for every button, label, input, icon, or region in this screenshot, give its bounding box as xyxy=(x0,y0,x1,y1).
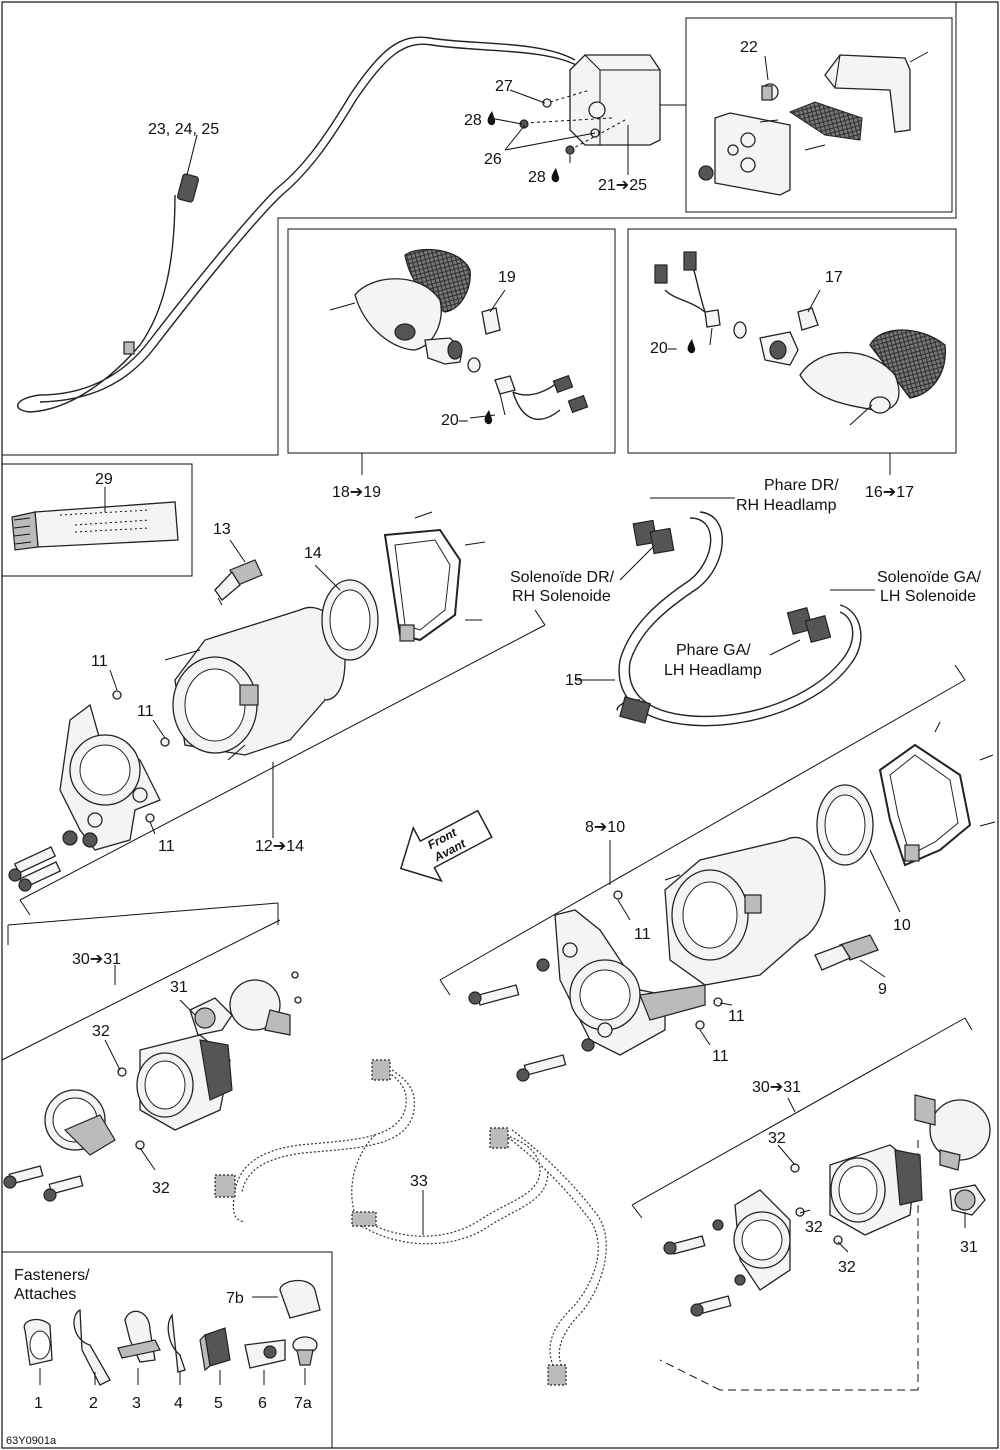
callout-31b: 31 xyxy=(960,1239,978,1256)
callout-11e: 11 xyxy=(728,1008,745,1025)
callout-23-25: 23, 24, 25 xyxy=(148,121,219,138)
callout-18-19: 18➔19 xyxy=(332,484,381,501)
droplet-icon xyxy=(484,111,696,425)
callout-8-10: 8➔10 xyxy=(585,819,625,836)
tail-wire-harness xyxy=(15,34,579,415)
callout-21-25: 21➔25 xyxy=(598,177,647,194)
fasteners-parts xyxy=(23,1279,321,1386)
callout-22: 22 xyxy=(740,39,758,56)
label-fasteners: Fasteners/ xyxy=(14,1267,90,1284)
callout-26: 26 xyxy=(484,151,502,168)
callout-10: 10 xyxy=(893,917,911,934)
front-arrow-icon xyxy=(399,809,493,883)
grease-box xyxy=(1,463,193,577)
callout-30-31b: 30➔31 xyxy=(752,1079,801,1096)
rh-fog-lamp xyxy=(631,1017,991,1391)
label-solenoide-ga: Solenoïde GA/ xyxy=(877,569,982,586)
callout-32d: 32 xyxy=(805,1219,823,1236)
callout-7a: 7a xyxy=(294,1395,312,1412)
label-lh-headlamp: LH Headlamp xyxy=(664,662,762,679)
lh-headlamp-assembly xyxy=(8,511,546,916)
callout-30-31a: 30➔31 xyxy=(72,951,121,968)
taillight-detail-box xyxy=(685,17,953,213)
rh-headlamp-assembly xyxy=(439,664,996,1082)
callout-11d: 11 xyxy=(634,926,651,943)
callout-5: 5 xyxy=(214,1395,223,1412)
callout-9: 9 xyxy=(878,981,887,998)
lh-signal-box xyxy=(627,228,957,454)
callout-2: 2 xyxy=(89,1395,98,1412)
label-solenoide-dr: Solenoïde DR/ xyxy=(510,569,615,586)
rh-signal-box xyxy=(287,228,616,454)
rh-signal-light xyxy=(329,248,589,421)
callout-1: 1 xyxy=(34,1395,43,1412)
callout-29: 29 xyxy=(95,471,113,488)
lh-fog-lamp xyxy=(1,902,302,1202)
callout-28b: 28 xyxy=(528,169,546,186)
callout-19: 19 xyxy=(498,269,516,286)
label-rh-solenoide: RH Solenoide xyxy=(512,588,611,605)
callout-33: 33 xyxy=(410,1173,428,1190)
callout-27: 27 xyxy=(495,78,513,95)
label-phare-ga: Phare GA/ xyxy=(676,642,751,659)
callout-32a: 32 xyxy=(92,1023,110,1040)
taillight-frame xyxy=(2,2,957,456)
callout-11c: 11 xyxy=(158,838,175,855)
label-rh-headlamp: RH Headlamp xyxy=(736,497,837,514)
callout-28a: 28 xyxy=(464,112,482,129)
callout-7b: 7b xyxy=(226,1290,244,1307)
headlamp-harness xyxy=(616,511,864,729)
tail-lens-detail xyxy=(698,51,929,196)
fasteners-box xyxy=(1,1251,333,1449)
callout-32b: 32 xyxy=(152,1180,170,1197)
callout-13: 13 xyxy=(213,521,231,538)
callout-14: 14 xyxy=(304,545,322,562)
callout-6: 6 xyxy=(258,1395,267,1412)
callout-17: 17 xyxy=(825,269,843,286)
callout-20b: 20– xyxy=(650,340,677,357)
label-attaches: Attaches xyxy=(14,1286,76,1303)
lh-signal-light xyxy=(654,251,946,426)
callout-11a: 11 xyxy=(91,653,108,670)
label-lh-solenoide: LH Solenoide xyxy=(880,588,976,605)
grease-tube xyxy=(11,501,179,551)
callout-20a: 20– xyxy=(441,412,468,429)
callout-31a: 31 xyxy=(170,979,188,996)
callout-15: 15 xyxy=(565,672,583,689)
callout-4: 4 xyxy=(174,1395,183,1412)
callout-12-14: 12➔14 xyxy=(255,838,304,855)
callout-11b: 11 xyxy=(137,703,154,720)
diagram-code: 63Y0901a xyxy=(6,1435,57,1447)
callout-32e: 32 xyxy=(838,1259,856,1276)
callout-32c: 32 xyxy=(768,1130,786,1147)
label-phare-dr: Phare DR/ xyxy=(764,477,839,494)
callout-labels: 23, 24, 25 27 28 26 28 21➔25 22 19 20– 1… xyxy=(34,39,978,1412)
callout-3: 3 xyxy=(132,1395,141,1412)
fog-lamp-harness xyxy=(214,1059,607,1386)
callout-16-17: 16➔17 xyxy=(865,484,914,501)
tail-light-assembly xyxy=(519,54,661,175)
leader-lines xyxy=(104,55,966,1253)
callout-11f: 11 xyxy=(712,1048,729,1065)
